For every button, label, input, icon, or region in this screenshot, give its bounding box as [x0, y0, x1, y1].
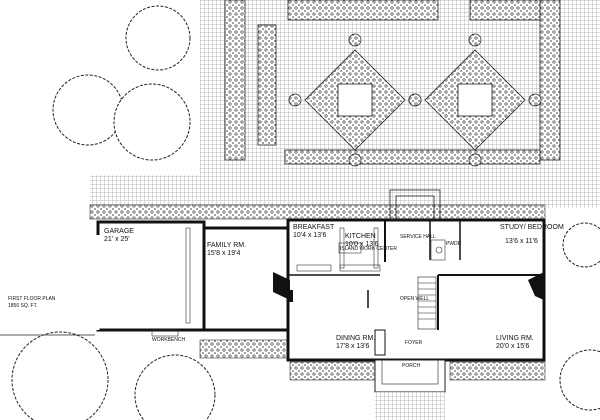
room-size: 21' x 25' — [104, 236, 130, 243]
room-label: KITCHEN — [345, 233, 376, 240]
family-fireplace — [273, 272, 290, 300]
garage — [96, 220, 206, 337]
plan-area: 1856 SQ. FT. — [8, 303, 37, 309]
kitchen-counters — [296, 227, 381, 272]
room-label: DINING RM. — [336, 335, 375, 342]
shrub-border — [89, 204, 546, 381]
room-label: LIVING RM. — [496, 335, 534, 342]
plan-title: FIRST FLOOR PLAN — [8, 296, 56, 302]
hedge-beds — [224, 0, 561, 165]
room-label: PORCH — [402, 363, 420, 369]
rear-stoop — [389, 189, 441, 221]
room-size: 13'6 x 11'6 — [505, 238, 538, 245]
staircase — [417, 276, 437, 330]
tree — [559, 349, 600, 411]
room-label: FAMILY RM. — [207, 242, 246, 249]
diamond-parterre-right — [408, 33, 542, 167]
tree — [134, 354, 216, 420]
room-size: 15'8 x 19'4 — [207, 250, 241, 257]
workbench — [151, 329, 179, 337]
tree — [11, 331, 109, 420]
porch — [374, 359, 446, 420]
trees — [11, 5, 600, 420]
island — [338, 242, 362, 254]
tree — [125, 5, 191, 71]
room-label: STUDY/ BEDROOM — [500, 224, 564, 231]
fixture-label: WORKBENCH — [152, 337, 185, 343]
room-size: 17'8 x 13'6 — [336, 343, 370, 350]
fixture-label: OPEN WELL — [400, 296, 429, 302]
main-house — [273, 218, 546, 362]
room-size: 10'0 x 13'6 — [345, 241, 379, 248]
living-fireplace — [528, 272, 544, 300]
room-label: GARAGE — [104, 228, 134, 235]
garden-terrace — [90, 0, 600, 208]
room-label: FOYER — [405, 340, 423, 346]
room-size: 20'0 x 15'6 — [496, 343, 530, 350]
room-label: SERVICE HALL — [400, 234, 436, 240]
room-size: 10'4 x 13'6 — [293, 232, 327, 239]
tree — [113, 83, 191, 161]
fixture-label: PWDR — [446, 241, 462, 247]
fixture-label: ISLAND WORK CENTER — [340, 246, 397, 252]
tree — [52, 74, 124, 146]
room-label: BREAKFAST — [293, 224, 335, 231]
powder-room — [430, 239, 446, 261]
tree — [562, 222, 600, 268]
